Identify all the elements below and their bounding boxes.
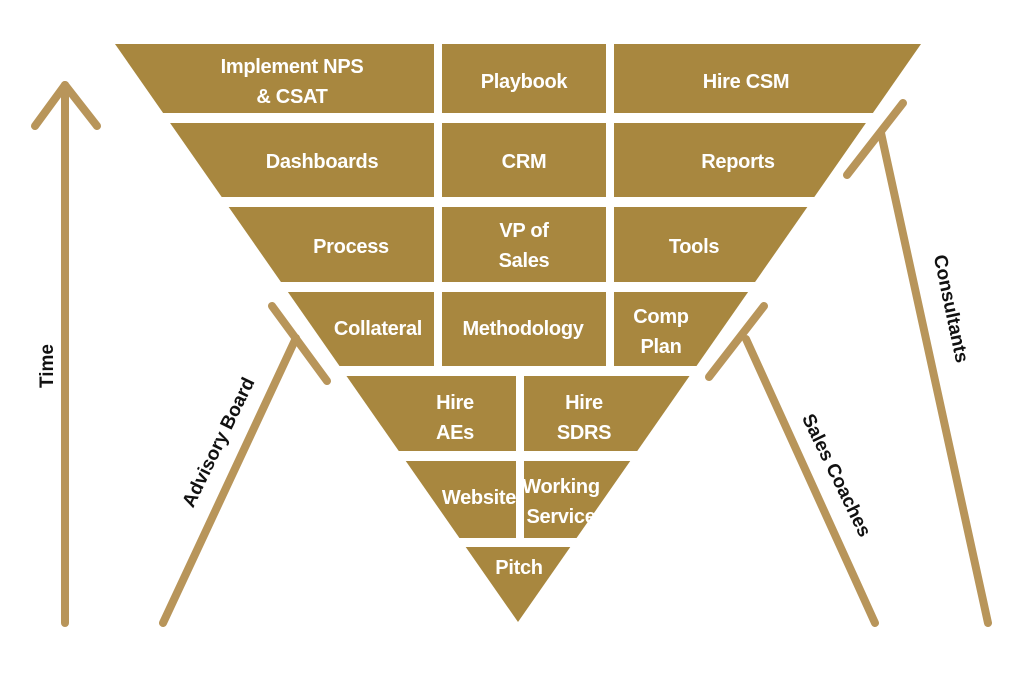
label-hire-sdrs-line2: SDRS	[557, 422, 611, 444]
label-vp-of-sales-line2: Sales	[499, 250, 550, 272]
time-arrow	[31, 81, 101, 627]
pyramid-labels: Implement NPS & CSAT Playbook Hire CSM Dashb…	[221, 56, 790, 579]
time-label: Time	[37, 344, 58, 388]
label-working-service-line1: Working	[522, 476, 600, 498]
label-crm: CRM	[502, 151, 547, 173]
label-pitch: Pitch	[495, 557, 542, 579]
label-reports: Reports	[701, 151, 775, 173]
label-collateral: Collateral	[334, 318, 422, 340]
label-working-service-line2: Service	[526, 506, 595, 528]
block-crm	[442, 123, 606, 197]
advisory-board-arrow	[159, 302, 331, 627]
block-implement-nps	[115, 44, 434, 113]
block-methodology	[442, 292, 606, 366]
label-comp-plan-line2: Plan	[640, 336, 681, 358]
label-playbook: Playbook	[481, 71, 569, 93]
sales-coaches-arrow	[705, 302, 879, 627]
label-implement-nps-line2: & CSAT	[256, 86, 327, 108]
label-hire-csm: Hire CSM	[703, 71, 790, 93]
block-dashboards	[115, 123, 434, 197]
block-hire-csm	[614, 44, 921, 113]
block-vp-of-sales	[442, 207, 606, 282]
label-hire-sdrs-line1: Hire	[565, 392, 603, 414]
label-methodology: Methodology	[462, 318, 584, 340]
label-tools: Tools	[669, 236, 720, 258]
label-hire-aes-line2: AEs	[436, 422, 474, 444]
block-reports	[614, 123, 921, 197]
label-dashboards: Dashboards	[266, 151, 379, 173]
block-playbook	[442, 44, 606, 113]
label-comp-plan-line1: Comp	[633, 306, 689, 328]
label-vp-of-sales-line1: VP of	[499, 220, 549, 242]
consultants-label: Consultants	[929, 253, 972, 365]
consultants-arrow	[843, 99, 992, 627]
label-hire-aes-line1: Hire	[436, 392, 474, 414]
label-process: Process	[313, 236, 389, 258]
label-implement-nps-line1: Implement NPS	[221, 56, 364, 78]
label-website: Website	[442, 487, 516, 509]
